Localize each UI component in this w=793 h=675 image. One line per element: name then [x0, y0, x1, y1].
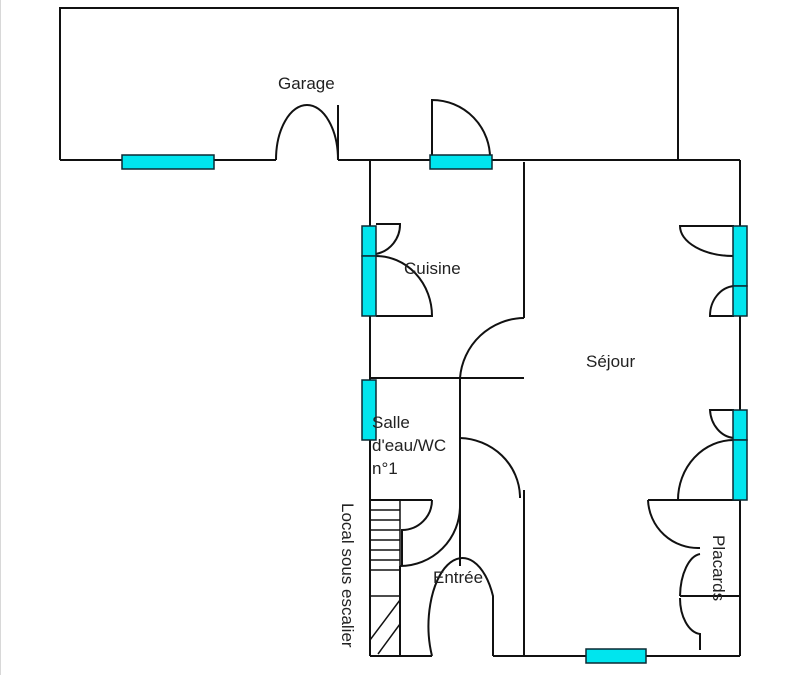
garage-door-window: [429, 154, 493, 170]
stair-diagonal: [369, 599, 401, 641]
bath-door: [459, 437, 521, 498]
living-room-label: Séjour: [586, 352, 635, 371]
left-border: [0, 0, 1, 675]
hall-door: [459, 317, 525, 379]
closets-label: Placards: [709, 535, 728, 601]
bathroom-label-line2: d'eau/WC: [372, 436, 446, 455]
bathroom-label-line3: n°1: [372, 459, 398, 478]
garage-wall: [59, 7, 679, 160]
garage-label: Garage: [278, 74, 335, 93]
living-window-sash-bottom: [708, 285, 735, 317]
under-stair-label: Local sous escalier: [338, 503, 357, 648]
stair-room-door: [399, 505, 461, 567]
living-window-bottom: [732, 285, 748, 317]
stairs: [369, 499, 401, 655]
garage-house-door: [431, 98, 492, 161]
stair-outline: [369, 499, 401, 571]
living-window2-sash-top: [708, 409, 735, 439]
living-window-sash-top: [678, 225, 735, 257]
doors: [275, 98, 735, 657]
closet-door-3: [678, 597, 701, 650]
kitchen-label: Cuisine: [404, 259, 461, 278]
entry-door: [427, 557, 494, 657]
garage-door: [275, 104, 339, 161]
kitchen-window-sash-bottom: [375, 255, 434, 317]
kitchen-window-top: [361, 225, 377, 257]
bath-window: [361, 379, 377, 441]
closet-door-1: [647, 499, 701, 550]
living-window2-top: [732, 409, 748, 441]
windows: [121, 154, 748, 664]
garage-window: [121, 154, 215, 170]
living-window-top: [732, 225, 748, 287]
entrance-label: Entrée: [433, 568, 483, 587]
stair-door: [401, 499, 433, 566]
closet-door-2: [679, 553, 701, 597]
kitchen-window-sash-top: [375, 223, 402, 255]
room-labels: Garage Cuisine Séjour Salle d'eau/WC n°1…: [278, 74, 728, 648]
bathroom-label-line1: Salle: [372, 413, 410, 432]
living-window2-sash-bottom: [676, 439, 735, 501]
living-bottom-window: [585, 648, 647, 664]
kitchen-window-bottom: [361, 255, 377, 317]
stair-diagonal: [377, 623, 401, 655]
living-window2-bottom: [732, 439, 748, 501]
